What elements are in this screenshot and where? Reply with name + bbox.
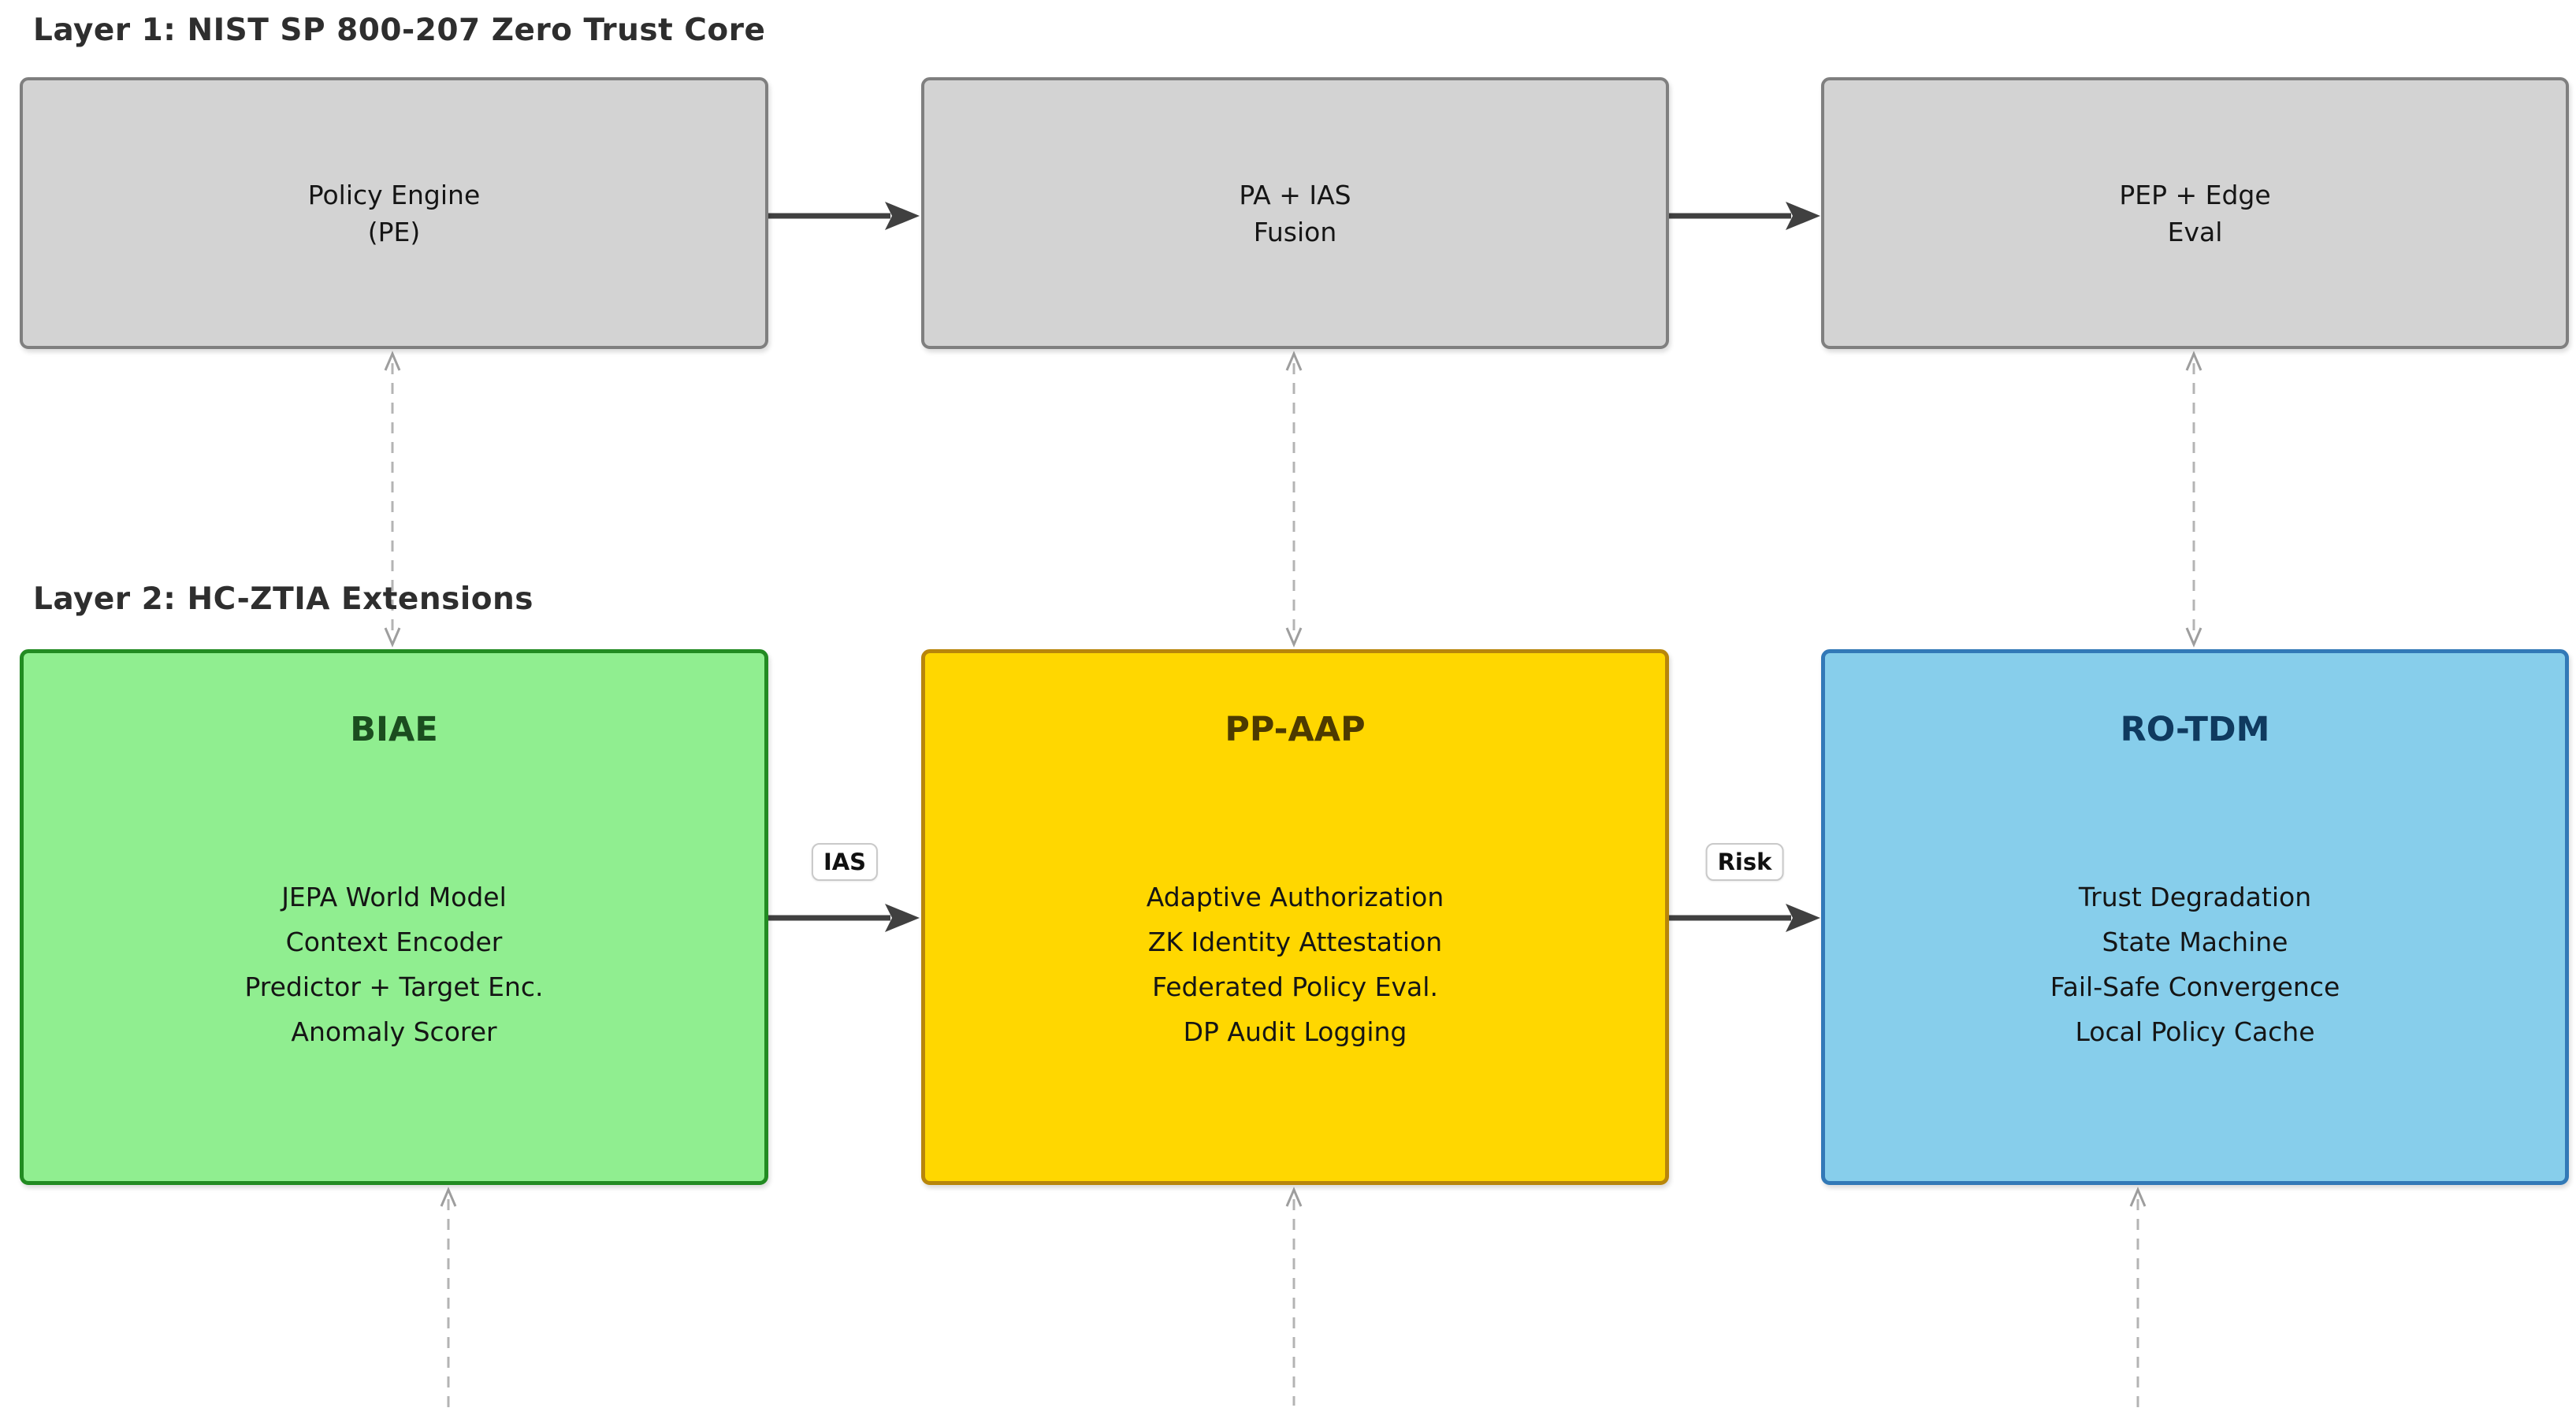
node-pp-aap-body: Adaptive Authorization ZK Identity Attes… bbox=[925, 875, 1665, 1054]
node-pa-ias-fusion-label: PA + IAS Fusion bbox=[1239, 176, 1351, 251]
node-biae-line: Predictor + Target Enc. bbox=[244, 971, 544, 1002]
dashed-tail-ro-tdm bbox=[2129, 1187, 2147, 1412]
edge-label-risk: Risk bbox=[1705, 843, 1784, 881]
node-ro-tdm-line: Local Policy Cache bbox=[2075, 1016, 2315, 1047]
node-pp-aap-line: ZK Identity Attestation bbox=[1147, 927, 1443, 957]
node-biae-line: Context Encoder bbox=[285, 927, 503, 957]
node-pep-line1: PEP + Edge bbox=[2119, 179, 2271, 210]
dashed-connector-ro-tdm-pep bbox=[2185, 351, 2202, 648]
node-policy-engine: Policy Engine (PE) bbox=[20, 77, 768, 349]
node-pp-aap-line: DP Audit Logging bbox=[1183, 1016, 1407, 1047]
dashed-tail-pp-aap bbox=[1285, 1187, 1303, 1406]
node-pep-edge-eval-label: PEP + Edge Eval bbox=[2119, 176, 2270, 251]
node-pa-ias-line1: PA + IAS bbox=[1239, 179, 1351, 210]
node-ro-tdm-line: Trust Degradation bbox=[2078, 882, 2312, 912]
layer1-title: Layer 1: NIST SP 800-207 Zero Trust Core bbox=[33, 13, 766, 48]
node-policy-engine-label: Policy Engine (PE) bbox=[308, 176, 481, 251]
node-ro-tdm-line: Fail-Safe Convergence bbox=[2050, 971, 2340, 1002]
node-biae-line: Anomaly Scorer bbox=[291, 1016, 497, 1047]
node-biae-body: JEPA World Model Context Encoder Predict… bbox=[24, 875, 764, 1054]
arrow-pp-aap-to-ro-tdm bbox=[1669, 904, 1820, 932]
node-pep-edge-eval: PEP + Edge Eval bbox=[1821, 77, 2569, 349]
dashed-tail-biae bbox=[440, 1187, 457, 1412]
node-biae-title: BIAE bbox=[350, 710, 438, 749]
node-pep-line2: Eval bbox=[2167, 216, 2223, 247]
dashed-connector-pp-aap-pa-ias bbox=[1285, 351, 1303, 648]
dashed-connector-biae-pe bbox=[384, 351, 401, 648]
node-pa-ias-fusion: PA + IAS Fusion bbox=[921, 77, 1669, 349]
node-policy-engine-line1: Policy Engine bbox=[307, 179, 481, 210]
node-ro-tdm-body: Trust Degradation State Machine Fail-Saf… bbox=[1825, 875, 2565, 1054]
node-pp-aap-line: Federated Policy Eval. bbox=[1152, 971, 1438, 1002]
node-pp-aap-line: Adaptive Authorization bbox=[1146, 882, 1444, 912]
node-pp-aap: PP-AAP Adaptive Authorization ZK Identit… bbox=[921, 649, 1669, 1185]
arrow-pe-to-pa-ias bbox=[768, 202, 920, 230]
node-biae-line: JEPA World Model bbox=[281, 882, 507, 912]
node-biae: BIAE JEPA World Model Context Encoder Pr… bbox=[20, 649, 768, 1185]
arrow-pa-ias-to-pep bbox=[1669, 202, 1820, 230]
edge-label-ias: IAS bbox=[811, 843, 879, 881]
node-ro-tdm-line: State Machine bbox=[2102, 927, 2288, 957]
node-pp-aap-title: PP-AAP bbox=[1225, 710, 1366, 749]
node-policy-engine-line2: (PE) bbox=[367, 216, 421, 247]
node-ro-tdm: RO-TDM Trust Degradation State Machine F… bbox=[1821, 649, 2569, 1185]
node-ro-tdm-title: RO-TDM bbox=[2120, 710, 2270, 749]
arrow-biae-to-pp-aap bbox=[768, 904, 920, 932]
node-pa-ias-line2: Fusion bbox=[1253, 216, 1337, 247]
layer2-title: Layer 2: HC-ZTIA Extensions bbox=[33, 581, 533, 617]
